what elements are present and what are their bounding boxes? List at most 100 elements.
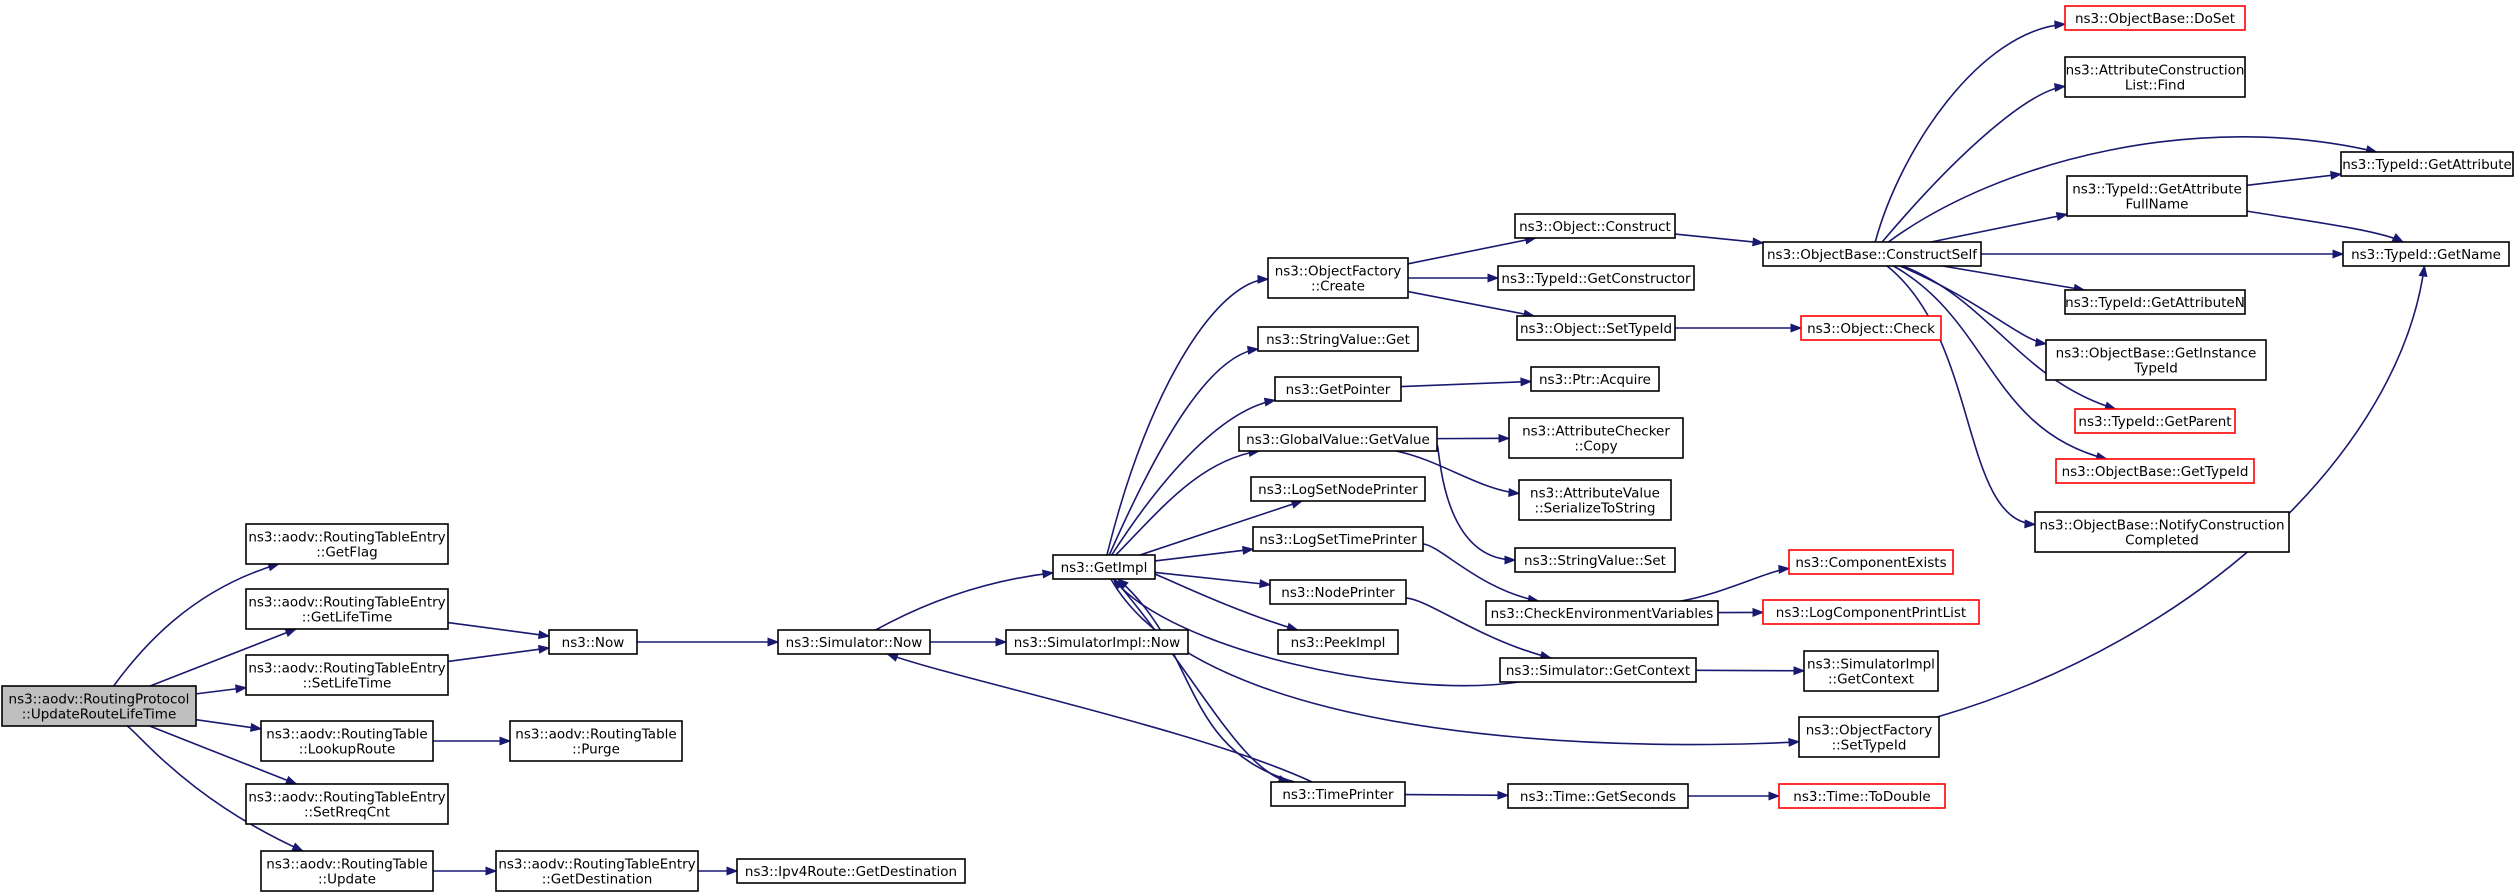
edge-line — [149, 628, 297, 687]
node-label: ::UpdateRouteLifeTime — [22, 707, 177, 723]
node-label: ns3::AttributeConstruction — [2066, 63, 2245, 79]
node-doset[interactable]: ns3::ObjectBase::DoSet — [2064, 5, 2246, 31]
node-getattribute[interactable]: ns3::TypeId::GetAttribute — [2340, 151, 2514, 177]
node-box — [2055, 458, 2255, 484]
node-label: ns3::SimulatorImpl — [1807, 657, 1935, 673]
node-getflag[interactable]: ns3::aodv::RoutingTableEntry::GetFlag — [245, 523, 449, 565]
node-getpointer[interactable]: ns3::GetPointer — [1274, 376, 1402, 402]
node-getname[interactable]: ns3::TypeId::GetName — [2342, 241, 2510, 267]
node-lookuproute[interactable]: ns3::aodv::RoutingTable::LookupRoute — [260, 720, 434, 762]
node-typeidgetctor[interactable]: ns3::TypeId::GetConstructor — [1497, 265, 1695, 291]
arrowhead — [1042, 569, 1055, 579]
arrowhead — [1263, 397, 1277, 407]
node-label: ns3::StringValue::Set — [1524, 553, 1666, 569]
node-obgettypeid[interactable]: ns3::ObjectBase::GetTypeId — [2055, 458, 2255, 484]
node-getparent[interactable]: ns3::TypeId::GetParent — [2074, 408, 2236, 434]
node-ipv4getdest[interactable]: ns3::Ipv4Route::GetDestination — [736, 858, 966, 884]
node-timegetseconds[interactable]: ns3::Time::GetSeconds — [1507, 783, 1689, 809]
call-edge — [1111, 397, 1277, 556]
call-edge — [875, 569, 1055, 631]
node-notifyconstruction[interactable]: ns3::ObjectBase::NotifyConstructionCompl… — [2034, 511, 2290, 553]
node-label: ::SerializeToString — [1535, 501, 1656, 517]
node-getimpl[interactable]: ns3::GetImpl — [1052, 554, 1156, 580]
node-update[interactable]: ns3::aodv::RoutingTable::Update — [260, 850, 434, 892]
node-box — [2034, 511, 2290, 553]
arrowhead — [2055, 211, 2069, 221]
node-logcompprint[interactable]: ns3::LogComponentPrintList — [1762, 599, 1980, 625]
node-objfactsettypeid[interactable]: ns3::ObjectFactory::SetTypeId — [1798, 716, 1940, 758]
node-objfactcreate[interactable]: ns3::ObjectFactory::Create — [1267, 257, 1409, 299]
node-now[interactable]: ns3::Now — [548, 629, 638, 655]
node-constructself[interactable]: ns3::ObjectBase::ConstructSelf — [1762, 241, 1982, 267]
node-box — [509, 720, 683, 762]
node-gvgetvalue[interactable]: ns3::GlobalValue::GetValue — [1238, 426, 1438, 452]
node-box — [1762, 241, 1982, 267]
node-objconstruct[interactable]: ns3::Object::Construct — [1514, 213, 1676, 239]
call-edge — [1680, 564, 1791, 602]
node-simnow[interactable]: ns3::Simulator::Now — [777, 629, 931, 655]
node-box — [1788, 549, 1954, 575]
arrowhead — [249, 722, 263, 732]
node-checkenv[interactable]: ns3::CheckEnvironmentVariables — [1485, 600, 1719, 626]
arrowhead — [1498, 433, 1511, 443]
edge-line — [1893, 265, 2107, 460]
call-edge — [1930, 211, 2069, 243]
node-label: ns3::ObjectBase::GetTypeId — [2062, 464, 2249, 480]
node-timetodouble[interactable]: ns3::Time::ToDouble — [1778, 783, 1946, 809]
node-label: List::Find — [2125, 78, 2185, 94]
node-logsetnode[interactable]: ns3::LogSetNodePrinter — [1250, 476, 1426, 502]
node-stringvalueset[interactable]: ns3::StringValue::Set — [1514, 547, 1676, 573]
node-ptracquire[interactable]: ns3::Ptr::Acquire — [1530, 366, 1660, 392]
call-edge — [1688, 791, 1781, 801]
node-label: ns3::TypeId::GetAttributeN — [2065, 295, 2245, 311]
node-label: ns3::TypeId::GetAttribute — [2072, 182, 2242, 198]
edge-line — [149, 725, 297, 785]
arrowhead — [1778, 564, 1791, 574]
call-edge — [1675, 323, 1803, 333]
call-edge — [1113, 578, 1291, 784]
node-setreqcnt[interactable]: ns3::aodv::RoutingTableEntry::SetRreqCnt — [245, 783, 449, 825]
node-setlifetime[interactable]: ns3::aodv::RoutingTableEntry::SetLifeTim… — [245, 654, 449, 696]
edge-line — [1108, 348, 1259, 556]
node-box — [260, 850, 434, 892]
node-box — [1530, 366, 1660, 392]
node-box — [1514, 213, 1676, 239]
call-edges — [112, 20, 2428, 876]
node-compexists[interactable]: ns3::ComponentExists — [1788, 549, 1954, 575]
arrowhead — [1116, 578, 1129, 590]
node-simgetcontext[interactable]: ns3::Simulator::GetContext — [1499, 657, 1697, 683]
edge-line — [1400, 380, 1532, 388]
node-purge[interactable]: ns3::aodv::RoutingTable::Purge — [509, 720, 683, 762]
node-timeprinter[interactable]: ns3::TimePrinter — [1270, 781, 1406, 807]
node-label: ns3::Now — [562, 635, 625, 651]
node-label: ns3::Object::Check — [1807, 321, 1935, 337]
node-box — [1269, 579, 1407, 605]
node-objcheck[interactable]: ns3::Object::Check — [1800, 315, 1942, 341]
arrowhead — [995, 637, 1008, 647]
node-label: ::Purge — [572, 742, 620, 758]
node-logsettime[interactable]: ns3::LogSetTimePrinter — [1252, 526, 1424, 552]
node-label: ::Update — [318, 872, 376, 888]
node-simimplgetctx[interactable]: ns3::SimulatorImpl::GetContext — [1803, 650, 1939, 692]
node-simimplnow[interactable]: ns3::SimulatorImpl::Now — [1005, 629, 1189, 655]
node-getlifetime[interactable]: ns3::aodv::RoutingTableEntry::GetLifeTim… — [245, 588, 449, 630]
arrowhead — [2024, 519, 2037, 529]
call-edge — [2246, 170, 2343, 187]
node-stringvalueget[interactable]: ns3::StringValue::Get — [1257, 326, 1419, 352]
node-box — [1497, 265, 1695, 291]
call-edge — [447, 644, 551, 663]
node-getdest[interactable]: ns3::aodv::RoutingTableEntry::GetDestina… — [495, 850, 699, 892]
edge-line — [1106, 278, 1269, 556]
node-label: ns3::ComponentExists — [1795, 555, 1946, 571]
node-getattrn[interactable]: ns3::TypeId::GetAttributeN — [2064, 289, 2246, 315]
node-attrcheckercopy[interactable]: ns3::AttributeChecker::Copy — [1508, 417, 1684, 459]
node-peekimpl[interactable]: ns3::PeekImpl — [1277, 629, 1399, 655]
node-attrvalserialize[interactable]: ns3::AttributeValue::SerializeToString — [1518, 479, 1672, 521]
node-label: ns3::Simulator::Now — [786, 635, 923, 651]
node-box — [1270, 781, 1406, 807]
node-nodeprinter[interactable]: ns3::NodePrinter — [1269, 579, 1407, 605]
node-objsettypeid[interactable]: ns3::Object::SetTypeId — [1516, 315, 1676, 341]
